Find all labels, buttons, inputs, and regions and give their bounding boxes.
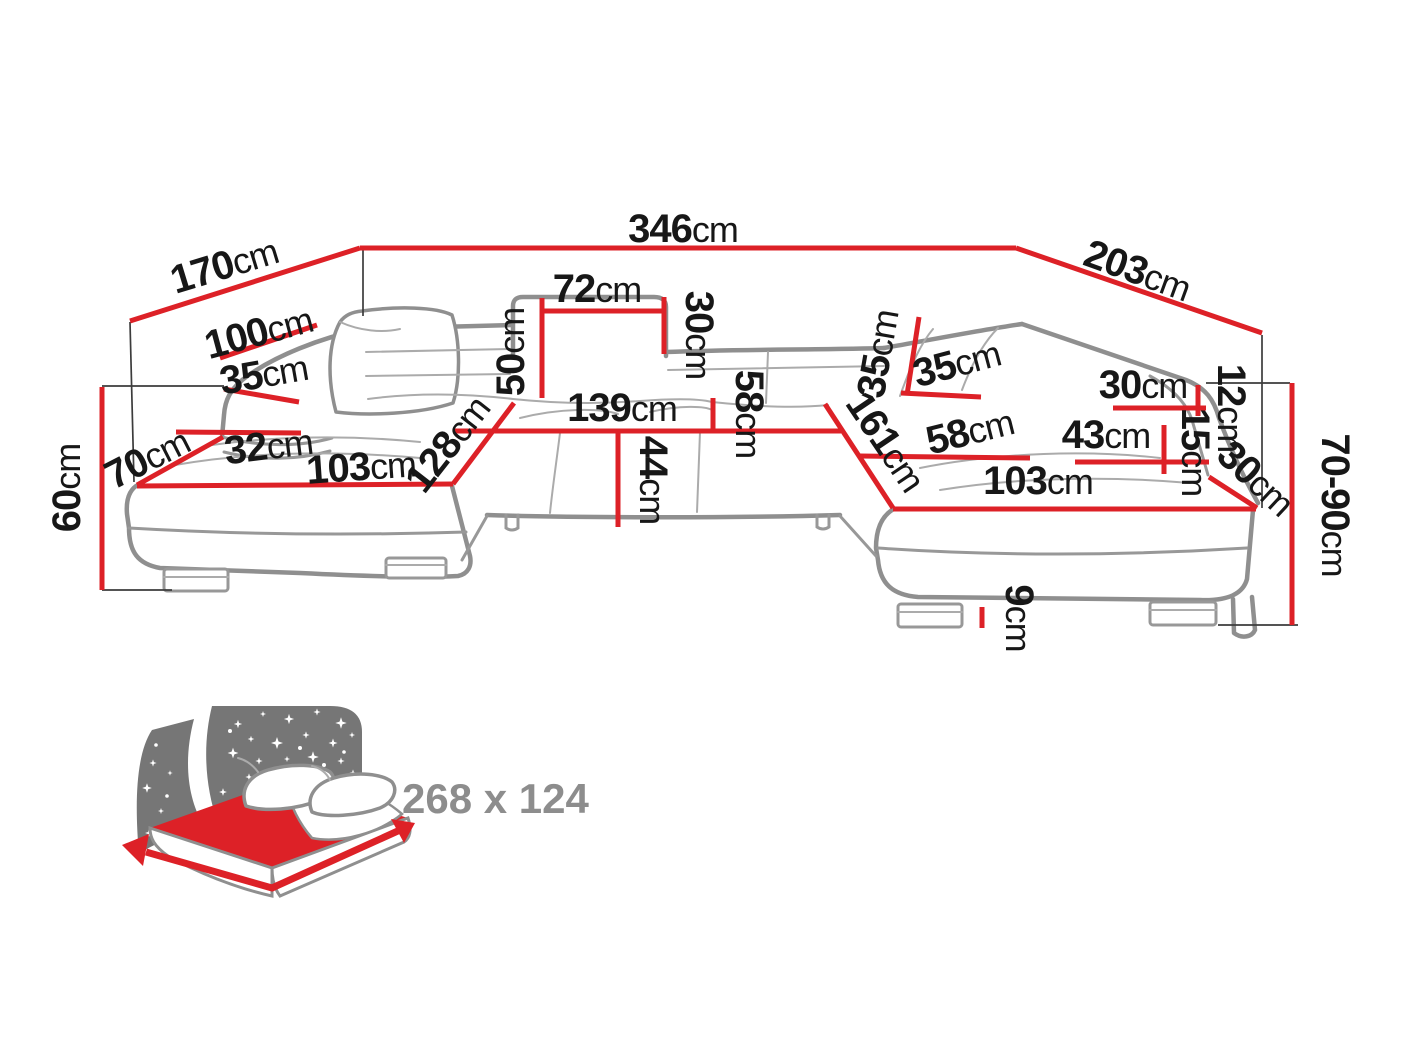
center-leg-right: [815, 513, 831, 531]
seat-tuft-2: [649, 405, 713, 413]
pillow: [328, 306, 461, 416]
dim-line-right-back-a: [904, 316, 922, 396]
left-chaise-inner-corner: [460, 514, 489, 562]
label-total-height: 70-90cm: [1313, 433, 1357, 576]
sleeping-size-label: 268 x 124: [402, 775, 589, 822]
left-chaise-tuft-2: [211, 436, 421, 446]
dim-line-right-seat-diag: [822, 402, 896, 510]
star-dot: [298, 746, 302, 750]
label-right-depth: 203cm: [1078, 231, 1196, 310]
sofa-left-arm-outer: [219, 326, 366, 440]
label-backrest-height: 50cm: [489, 308, 533, 397]
label-right-back-a: 35cm: [849, 306, 908, 401]
dim-line-left-chaise-diag: [451, 401, 516, 486]
bed-dimension-arrow: [145, 826, 402, 892]
sofa-illustration: [124, 294, 1261, 639]
star-dot: [342, 750, 346, 754]
center-base-edge: [484, 512, 843, 520]
right-chaise-outline: [873, 507, 1256, 603]
dim-line-left-arm-length: [219, 322, 318, 361]
bed-pillow-right: [308, 772, 397, 818]
label-right-arm-drop: 15cm: [1173, 408, 1217, 497]
star-dot: [228, 729, 232, 733]
label-left-arm-width: 35cm: [216, 345, 311, 404]
label-right-seat-depth: 58cm: [922, 399, 1019, 463]
label-left-chaise-length: 103cm: [305, 441, 418, 493]
bed-arrowhead-right: [391, 819, 415, 843]
label-right-back-offset: 12cm: [1209, 364, 1253, 453]
leg: [384, 556, 448, 580]
dim-line-right-arm-width: [1207, 474, 1259, 511]
back-seam-4: [765, 351, 769, 404]
back-seam-1: [365, 348, 511, 353]
leg: [896, 602, 964, 629]
label-headrest-height: 30cm: [677, 291, 721, 380]
label-leg-height: 9cm: [997, 584, 1041, 651]
left-chaise-tuft-1: [174, 452, 421, 466]
right-chaise-inner-corner: [838, 514, 878, 558]
dim-line-left-arm-pad: [175, 429, 302, 436]
dim-line-right-back-b: [900, 390, 982, 400]
left-chaise-outline: [124, 483, 473, 580]
label-right-arm-top: 30cm: [1099, 363, 1188, 407]
dim-line-left-depth: [129, 245, 361, 324]
dim-line-left-chaise-length: [136, 481, 454, 489]
bed-arrowhead-left: [122, 834, 149, 866]
extension-lines: [102, 250, 1298, 626]
label-right-chaise-length: 103cm: [983, 459, 1093, 503]
label-center-seat-depth: 58cm: [727, 370, 771, 459]
left-chaise-legs: [162, 556, 448, 593]
label-headrest-width: 72cm: [553, 267, 642, 311]
label-seat-height: 44cm: [631, 436, 675, 525]
right-chaise-tuft-2: [939, 477, 1191, 491]
dimension-lines: [99, 245, 1295, 628]
label-right-arm-pad: 43cm: [1062, 413, 1151, 457]
right-chaise-foot: [1230, 594, 1258, 639]
dim-line-left-arm-width: [223, 386, 300, 405]
dim-line-right-depth: [1015, 245, 1263, 336]
label-total-width: 346cm: [628, 207, 738, 251]
sofa-left-arm-pad-top: [220, 435, 334, 447]
dim-line-right-seat-depth: [859, 453, 1031, 461]
seat-tuft-3: [549, 432, 561, 514]
bed-pillow-right-fold: [311, 765, 331, 781]
star-dot: [322, 763, 326, 767]
label-center-seat-width: 139cm: [567, 386, 677, 430]
right-chaise-seam: [876, 546, 1249, 556]
right-chaise-tuft-1: [919, 452, 1161, 469]
leg: [162, 567, 230, 593]
star-dot: [154, 743, 158, 747]
dim-line-left-end-width: [135, 434, 225, 488]
back-seam-2: [365, 373, 511, 377]
label-left-height: 60cm: [45, 444, 89, 533]
seat-back-seam: [367, 393, 829, 408]
corner-cushion-seam-2: [961, 327, 999, 391]
sofa-back-mid-edge: [663, 345, 887, 355]
right-chaise-legs: [896, 600, 1218, 629]
leg: [1148, 600, 1218, 627]
seat-tuft-1: [519, 408, 619, 419]
center-leg-left: [504, 513, 520, 532]
seat-tuft-4: [696, 431, 701, 513]
sofa-right-arm-inner: [1148, 374, 1210, 477]
corner-cushion-seam-1: [899, 328, 934, 397]
pillow-fold-line: [339, 321, 401, 332]
label-left-arm-pad: 32cm: [222, 419, 315, 473]
left-chaise-seam: [127, 526, 468, 536]
ext-left-corner: [129, 321, 135, 483]
bed-pillow-left-fold: [237, 757, 259, 773]
sofa-back-corner-edge: [881, 321, 1025, 351]
star-dot: [165, 794, 169, 798]
back-seam-3: [667, 365, 885, 371]
sleeping-area-icon: 268 x 124: [122, 706, 589, 898]
